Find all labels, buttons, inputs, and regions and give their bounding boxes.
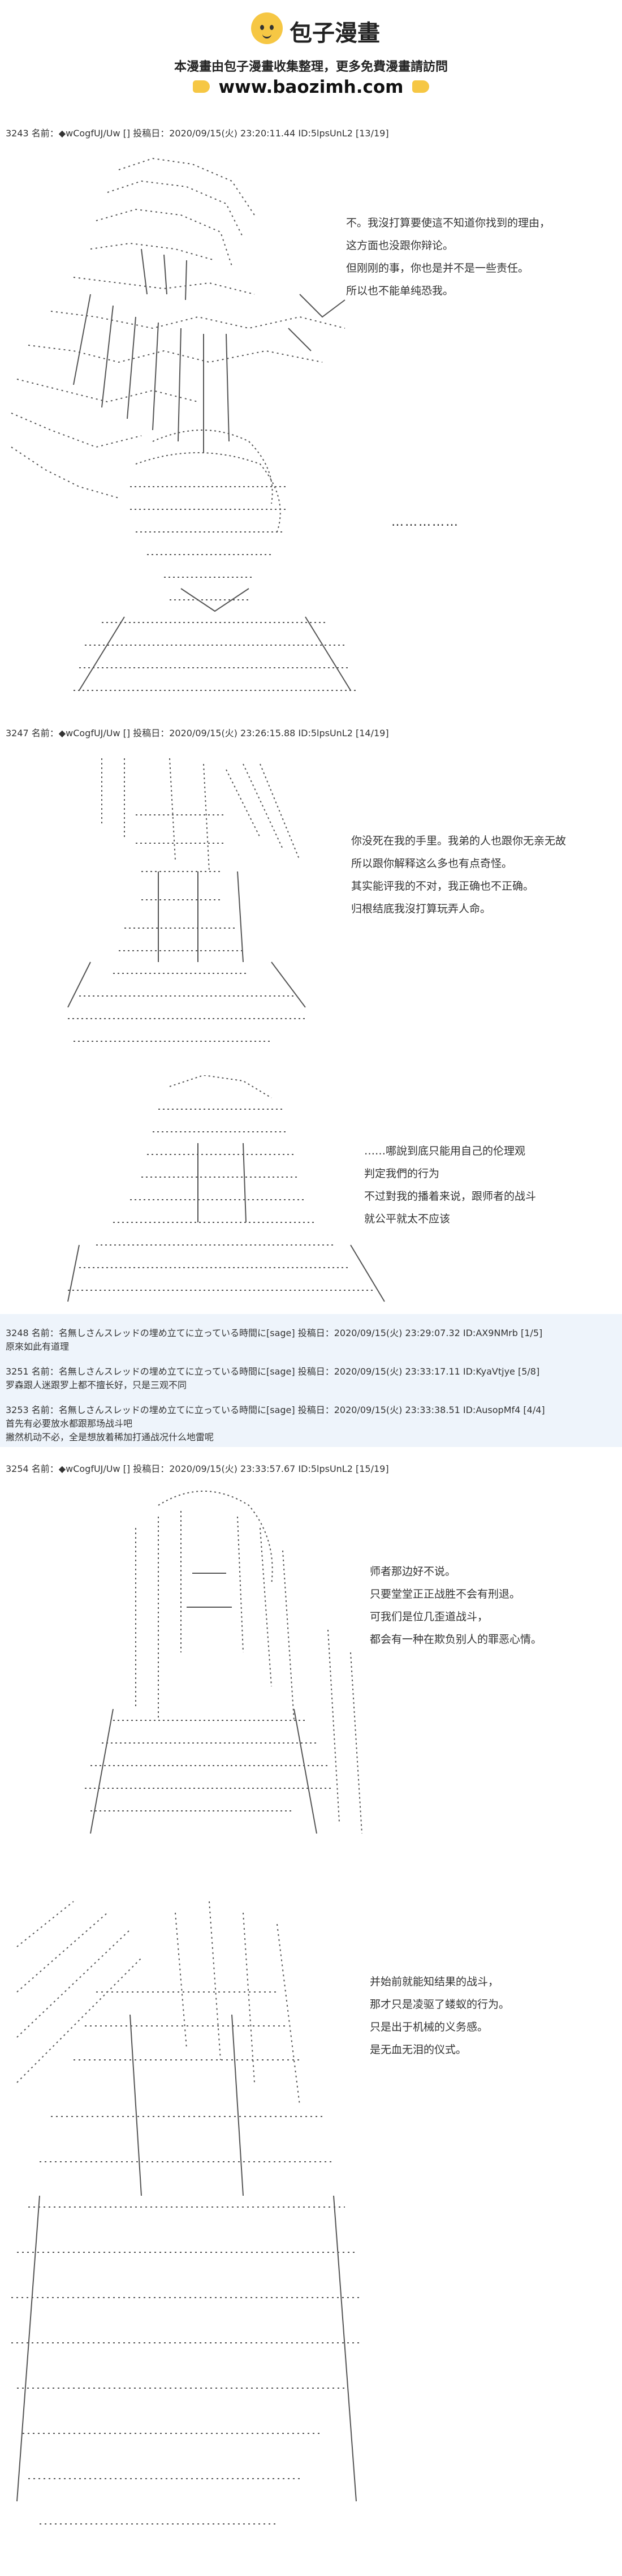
dialog-line: 是无血无泪的仪式。	[370, 2043, 467, 2056]
reply-body: 撇然机动不必，全是想放着稀加打通战况什么地雷呢	[6, 1432, 214, 1442]
site-banner: 包子漫畫 本漫畫由包子漫畫收集整理，更多免費漫畫請訪問 www.baozimh.…	[0, 0, 622, 113]
site-url-link[interactable]: www.baozimh.com	[218, 77, 404, 97]
dialog-line: 就公平就太不应该	[364, 1213, 451, 1225]
post-header: 3254 名前：◆wCogfUJ/Uw [] 投稿日：2020/09/15(火)…	[6, 1463, 389, 1474]
dialog-line: 不。我沒打算要使這不知道你找到的理由，	[346, 217, 551, 229]
dialog-line: 可我们是位几歪道战斗，	[370, 1611, 489, 1623]
reply-header: 3251 名前：名無しさんスレッドの埋め立てに立っている時間に[sage] 投稿…	[6, 1366, 540, 1377]
dialog-line: 判定我們的行为	[364, 1167, 440, 1180]
dialog-line: ……哪說到底只能用自己的伦理观	[364, 1145, 526, 1157]
ascii-art-figure	[57, 747, 339, 1064]
logo-eye-icon	[260, 25, 264, 30]
dialog-line: 都会有一种在欺负别人的罪恶心情。	[370, 1633, 542, 1646]
pointing-hand-icon	[412, 80, 430, 93]
baozi-logo-icon	[251, 12, 283, 44]
pointing-hand-icon	[192, 80, 210, 93]
reply-section: 3248 名前：名無しさんスレッドの埋め立てに立っている時間に[sage] 投稿…	[0, 1314, 622, 1447]
ascii-art-figure	[57, 1483, 373, 1845]
dialog-line: 并始前就能知结果的战斗，	[370, 1976, 499, 1988]
reply-header: 3253 名前：名無しさんスレッドの埋め立てに立っている時間に[sage] 投稿…	[6, 1405, 545, 1415]
dialog-line: 只要堂堂正正战胜不会有刑退。	[370, 1588, 521, 1600]
reply-body: 原來如此有道理	[6, 1341, 70, 1352]
dialog-box: ……哪說到底只能用自己的伦理观 判定我們的行为 不过對我的播着来说，跟师者的战斗…	[364, 1140, 536, 1230]
dialog-line: 那才只是凌驱了蝼蚁的行为。	[370, 1998, 510, 2011]
dialog-box: 师者那边好不说。 只要堂堂正正战胜不会有刑退。 可我们是位几歪道战斗， 都会有一…	[370, 1560, 542, 1651]
dialog-line: 其实能评我的不对，我正确也不正确。	[351, 880, 534, 892]
dialog-line: 不过對我的播着来说，跟师者的战斗	[364, 1190, 537, 1203]
logo-mouth-icon	[262, 33, 271, 38]
dialog-box: 并始前就能知结果的战斗， 那才只是凌驱了蝼蚁的行为。 只是出于机械的义务感。 是…	[370, 1970, 509, 2061]
ascii-art-figure	[57, 1075, 396, 1313]
reply-body: 罗森跟人迷跟罗上都不擅长好，只是三观不同	[6, 1380, 187, 1390]
dialog-box: 你没死在我的手里。我弟的人也跟你无亲无故 所以跟你解释这么多也有点奇怪。 其实能…	[351, 830, 566, 920]
ellipsis-text: ……………	[391, 515, 459, 529]
logo-text: 包子漫畫	[290, 20, 380, 46]
banner-url-row[interactable]: www.baozimh.com	[0, 77, 622, 97]
post-header: 3247 名前：◆wCogfUJ/Uw [] 投稿日：2020/09/15(火)…	[6, 728, 389, 739]
dialog-line: 你没死在我的手里。我弟的人也跟你无亲无故	[351, 835, 567, 847]
ascii-art-figure	[6, 1879, 368, 2558]
post-header: 3243 名前：◆wCogfUJ/Uw [] 投稿日：2020/09/15(火)…	[6, 128, 389, 139]
reply-body: 首先有必要放水都跟那场战斗吧	[6, 1418, 133, 1429]
dialog-line: 只是出于机械的义务感。	[370, 2021, 489, 2033]
dialog-box: 不。我沒打算要使這不知道你找到的理由， 这方面也没跟你辩论。 但刚刚的事，你也是…	[346, 212, 550, 302]
dialog-line: 师者那边好不说。	[370, 1565, 456, 1578]
dialog-line: 归根结底我沒打算玩弄人命。	[351, 903, 491, 915]
ascii-art-figure	[6, 147, 368, 509]
ascii-art-figure	[68, 419, 362, 713]
dialog-line: 但刚刚的事，你也是并不是一些责任。	[346, 262, 529, 274]
dialog-line: 所以也不能单纯恐我。	[346, 285, 454, 297]
logo-eye-icon	[270, 25, 274, 30]
reply-header: 3248 名前：名無しさんスレッドの埋め立てに立っている時間に[sage] 投稿…	[6, 1328, 543, 1338]
dialog-line: 这方面也没跟你辩论。	[346, 239, 454, 252]
banner-notice: 本漫畫由包子漫畫收集整理，更多免費漫畫請訪問	[174, 60, 448, 74]
dialog-line: 所以跟你解释这么多也有点奇怪。	[351, 857, 513, 870]
